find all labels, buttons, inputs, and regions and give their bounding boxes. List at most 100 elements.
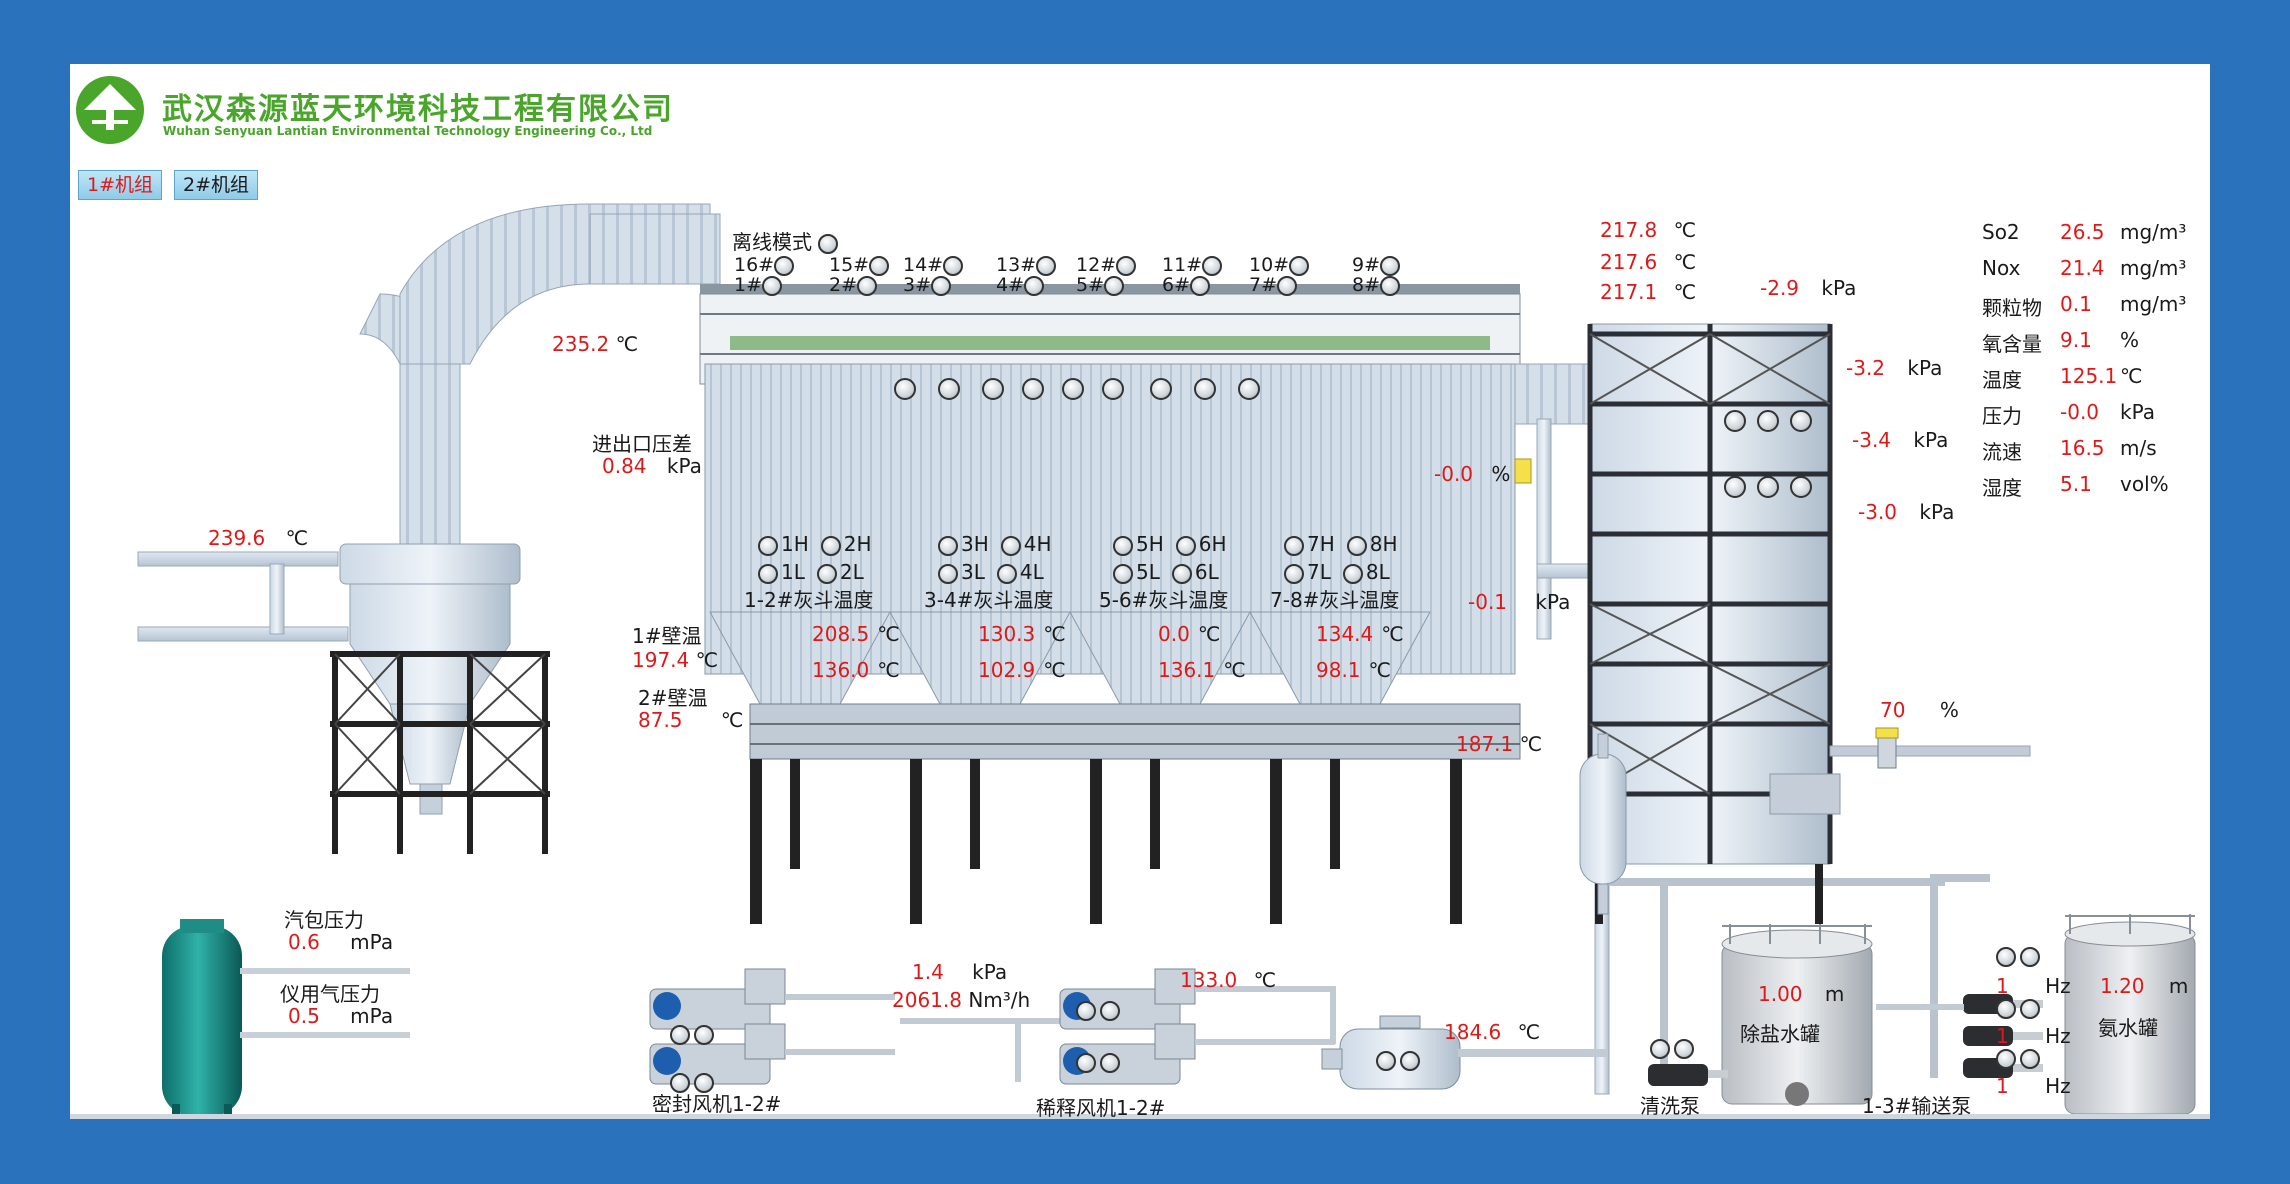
transfer-pump-3-freq-value: 1 — [1996, 1074, 2009, 1098]
dilution-fan-indicator[interactable] — [1100, 1052, 1120, 1073]
emission-value: 0.1 — [2060, 292, 2092, 316]
hopper-temp-value: 130.3 — [978, 622, 1036, 646]
pulse-valve-indicator[interactable] — [1036, 255, 1057, 276]
pulse-valve-indicator[interactable] — [1289, 255, 1310, 276]
tab-unit-1[interactable]: 1#机组 — [78, 170, 163, 200]
chamber-indicator[interactable] — [1237, 378, 1260, 400]
demin-tank-level-value: 1.00 — [1758, 982, 1803, 1006]
pulse-valve-indicator[interactable] — [1380, 275, 1401, 296]
transfer-pump-1-freq-unit: Hz — [2045, 974, 2071, 998]
hopper-level-indicator[interactable] — [1000, 535, 1021, 556]
seal-fan-indicator[interactable] — [670, 1024, 690, 1045]
pulse-valve-bottom-6: 6# — [1162, 274, 1211, 296]
transfer-pump-indicator[interactable] — [1996, 998, 2016, 1019]
pulse-valve-bottom-5: 5# — [1076, 274, 1125, 296]
tower-top-pressure-value: -2.9 — [1760, 276, 1800, 300]
hopper-level-indicator[interactable] — [1284, 535, 1304, 556]
pulse-valve-indicator[interactable] — [1202, 255, 1223, 276]
pulse-valve-top-5: 12# — [1076, 254, 1137, 276]
hopper-level-indicator[interactable] — [1113, 535, 1133, 556]
process-diagram — [70, 76, 2210, 1119]
pulse-valve-indicator[interactable] — [1104, 275, 1125, 296]
pulse-valve-label: 15# — [829, 254, 870, 276]
hopper-level-indicator[interactable] — [758, 563, 778, 584]
chamber-indicator[interactable] — [1193, 378, 1216, 400]
wash-pump-indicator[interactable] — [1650, 1038, 1670, 1059]
heater-indicator[interactable] — [1376, 1050, 1396, 1071]
chamber-indicator[interactable] — [1022, 378, 1045, 400]
tower-indicator[interactable] — [1724, 410, 1746, 432]
hopper-level-indicator[interactable] — [1346, 535, 1367, 556]
chamber-indicator[interactable] — [894, 378, 916, 400]
hopper-level-label: 5H — [1136, 532, 1164, 556]
pulse-valve-indicator[interactable] — [931, 275, 952, 296]
emission-label: 氧含量 — [1982, 332, 2042, 356]
pulse-valve-indicator[interactable] — [857, 275, 878, 296]
seal-fan-indicator[interactable] — [694, 1072, 714, 1093]
wash-pump-indicator[interactable] — [1674, 1038, 1694, 1059]
right-valve-percent-unit: % — [1939, 698, 1959, 722]
tab-unit-2[interactable]: 2#机组 — [174, 170, 259, 200]
pulse-valve-indicator[interactable] — [1380, 255, 1401, 276]
pulse-valve-indicator[interactable] — [762, 275, 783, 296]
seal-fan-1-indicators — [670, 1024, 714, 1045]
transfer-pump-indicator[interactable] — [1996, 1048, 2016, 1069]
hopper-temp-value: 136.0 — [812, 658, 870, 682]
heater-indicator[interactable] — [1400, 1050, 1420, 1071]
pulse-valve-indicator[interactable] — [1190, 275, 1211, 296]
chamber-indicator[interactable] — [1149, 378, 1172, 400]
dilution-fan-indicator[interactable] — [1100, 1000, 1120, 1021]
transfer-pump-indicator[interactable] — [2020, 946, 2040, 967]
cyclone-separator — [330, 203, 711, 854]
pulse-valve-indicator[interactable] — [774, 255, 795, 276]
pulse-valve-indicator[interactable] — [869, 255, 890, 276]
hopper-level-indicator[interactable] — [938, 535, 958, 556]
transfer-pump-1-indicators — [1996, 946, 2040, 967]
tower-indicator[interactable] — [1757, 410, 1780, 432]
hopper-level-indicator[interactable] — [1113, 563, 1133, 584]
seal-fan-indicator[interactable] — [670, 1072, 690, 1093]
pressure-diff-label: 进出口压差 — [592, 432, 692, 456]
tower-indicator[interactable] — [1790, 410, 1813, 432]
pulse-valve-indicator[interactable] — [1024, 275, 1045, 296]
pulse-valve-indicator[interactable] — [1116, 255, 1137, 276]
hopper-level-indicator[interactable] — [1171, 563, 1192, 584]
hopper-level-indicator[interactable] — [996, 563, 1017, 584]
chamber-indicator[interactable] — [982, 378, 1005, 400]
hopper-level-indicator[interactable] — [1284, 563, 1304, 584]
dilution-fan-indicator[interactable] — [1076, 1000, 1096, 1021]
pulse-valve-label: 6# — [1162, 274, 1191, 296]
hopper-level-indicator[interactable] — [1175, 535, 1196, 556]
chamber-indicator[interactable] — [938, 378, 961, 400]
hopper-temp-2-1: 130.3℃ — [978, 622, 1066, 646]
tower-indicator[interactable] — [1790, 476, 1813, 498]
pulse-valve-bottom-2: 2# — [829, 274, 878, 296]
hopper-temp-value: 0.0 — [1158, 622, 1190, 646]
chamber-indicator[interactable] — [1062, 378, 1085, 400]
duct-temp: 235.2 ℃ — [552, 332, 638, 356]
offline-mode-indicator[interactable] — [818, 233, 839, 254]
dilution-fan-pressure-unit: kPa — [972, 960, 1008, 984]
tower-temp-2: 217.6 ℃ — [1600, 250, 1696, 274]
pulse-valve-indicator[interactable] — [943, 255, 964, 276]
seal-fan-indicator[interactable] — [694, 1024, 714, 1045]
chamber-indicator[interactable] — [1102, 378, 1125, 400]
seal-fan-label: 密封风机1-2# — [652, 1092, 782, 1116]
hopper-level-indicator[interactable] — [1342, 563, 1363, 584]
hopper-level-indicator[interactable] — [820, 535, 841, 556]
hopper-level-indicator[interactable] — [938, 563, 958, 584]
dilution-fan-indicator[interactable] — [1076, 1052, 1096, 1073]
pulse-valve-indicator[interactable] — [1277, 275, 1298, 296]
tower-indicator[interactable] — [1757, 476, 1780, 498]
hopper-level-indicator[interactable] — [816, 563, 837, 584]
hopper-level-label: 7L — [1307, 560, 1331, 584]
hopper-level-indicator[interactable] — [758, 535, 778, 556]
steam-drum — [162, 919, 410, 1119]
transfer-pump-indicator[interactable] — [2020, 1048, 2040, 1069]
heater-temp: 184.6 ℃ — [1444, 1020, 1540, 1044]
transfer-pump-3-indicators — [1996, 1048, 2040, 1069]
wash-pump-indicators — [1650, 1038, 1694, 1059]
transfer-pump-indicator[interactable] — [2020, 998, 2040, 1019]
transfer-pump-indicator[interactable] — [1996, 946, 2016, 967]
tower-indicator[interactable] — [1724, 476, 1746, 498]
